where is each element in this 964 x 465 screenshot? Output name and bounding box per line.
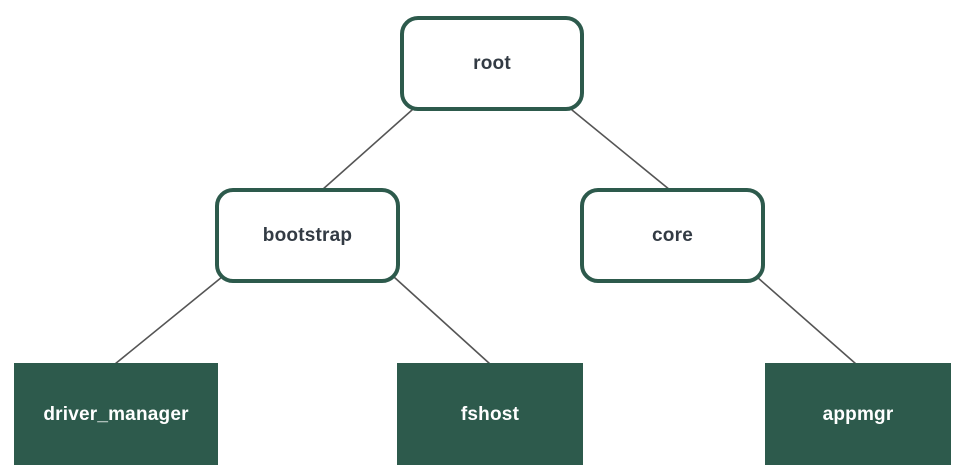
- node-root[interactable]: root: [400, 16, 584, 111]
- node-core[interactable]: core: [580, 188, 765, 283]
- node-fshost[interactable]: fshost: [397, 363, 583, 465]
- node-label-fshost: fshost: [460, 403, 520, 425]
- node-label-core: core: [652, 225, 693, 246]
- node-label-bootstrap: bootstrap: [262, 225, 353, 246]
- node-driver_manager[interactable]: driver_manager: [14, 363, 218, 465]
- node-appmgr[interactable]: appmgr: [765, 363, 951, 465]
- edge-bootstrap-to-driver_manager: [114, 276, 223, 365]
- node-label-appmgr: appmgr: [822, 403, 894, 425]
- node-label-root: root: [473, 53, 511, 74]
- node-label-driver_manager: driver_manager: [43, 403, 189, 425]
- edge-root-to-bootstrap: [321, 109, 413, 191]
- edge-bootstrap-to-fshost: [393, 276, 491, 365]
- edge-core-to-appmgr: [756, 276, 857, 365]
- edge-root-to-core: [571, 109, 671, 191]
- node-bootstrap[interactable]: bootstrap: [215, 188, 400, 283]
